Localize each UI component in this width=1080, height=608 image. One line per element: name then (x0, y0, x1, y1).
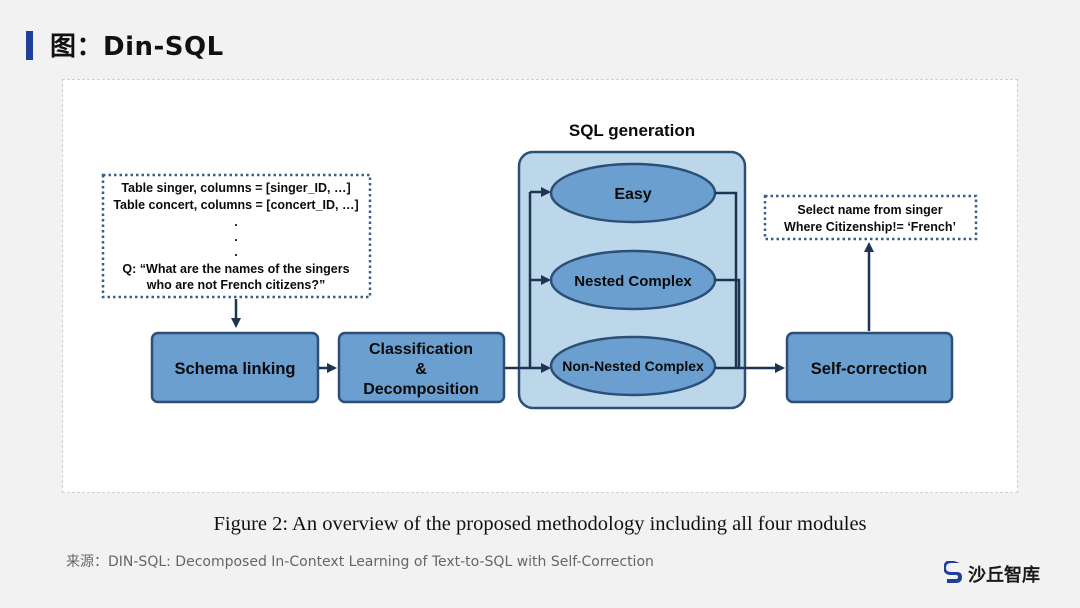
input-line-1: Table singer, columns = [singer_ID, …] (121, 181, 350, 195)
schema-linking-box: Schema linking (150, 331, 320, 404)
classification-label-1: Classification (369, 341, 473, 358)
nested-complex-ellipse: Nested Complex (549, 249, 717, 311)
source-citation: 来源：DIN-SQL: Decomposed In-Context Learni… (66, 554, 654, 570)
self-correction-box: Self-correction (785, 331, 954, 404)
classification-box: Classification & Decomposition (337, 331, 506, 404)
sql-generation-title: SQL generation (569, 121, 695, 140)
non-nested-complex-label: Non-Nested Complex (562, 358, 704, 374)
brand-logo: 沙丘智库 (944, 561, 1054, 587)
methodology-diagram: Table singer, columns = [singer_ID, …] T… (101, 121, 978, 410)
s-logo-icon (944, 561, 962, 583)
input-line-7: who are not French citizens?” (146, 278, 326, 292)
easy-ellipse: Easy (549, 162, 717, 224)
classification-label-3: Decomposition (363, 381, 479, 398)
page-title: 图：Din-SQL (50, 32, 224, 62)
nested-complex-label: Nested Complex (574, 273, 692, 290)
merge-arrows (715, 191, 785, 373)
schema-linking-label: Schema linking (174, 360, 295, 378)
input-line-3: . (234, 215, 237, 229)
output-sql-box: Select name from singer Where Citizenshi… (763, 194, 978, 241)
title-accent-bar (26, 31, 33, 60)
figure-panel: Table singer, columns = [singer_ID, …] T… (62, 79, 1018, 535)
input-line-5: . (234, 245, 237, 259)
figure-caption: Figure 2: An overview of the proposed me… (213, 513, 867, 535)
output-line-1: Select name from singer (797, 203, 942, 217)
self-correction-label: Self-correction (811, 360, 927, 378)
logo-text: 沙丘智库 (968, 565, 1040, 586)
input-line-4: . (234, 230, 237, 244)
input-line-2: Table concert, columns = [concert_ID, …] (113, 198, 358, 212)
non-nested-complex-ellipse: Non-Nested Complex (549, 335, 717, 397)
classification-label-2: & (415, 361, 427, 378)
output-line-2: Where Citizenship!= ‘French’ (784, 220, 956, 234)
easy-label: Easy (614, 186, 651, 203)
branch-arrows (505, 187, 551, 373)
input-line-6: Q: “What are the names of the singers (122, 262, 349, 276)
input-query-box: Table singer, columns = [singer_ID, …] T… (101, 173, 372, 299)
